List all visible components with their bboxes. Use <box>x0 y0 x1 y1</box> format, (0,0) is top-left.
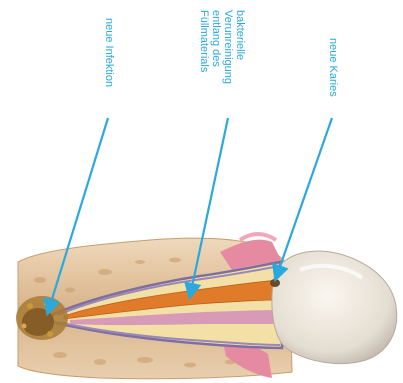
label-contamination-line1: bakterielle <box>234 10 246 84</box>
label-contamination-line3: entlang des <box>210 10 222 84</box>
gum-upper-rim <box>240 234 276 240</box>
label-contamination-line4: Füllmaterials <box>198 10 210 84</box>
label-contamination-line2: Verunreinigung <box>222 10 234 84</box>
caries-spot <box>270 279 280 287</box>
label-caries: neue Karies <box>327 38 339 97</box>
label-contamination: bakterielle Verunreinigung entlang des F… <box>198 10 246 84</box>
label-infection: neue Infektion <box>103 18 115 87</box>
infection-area <box>16 296 68 340</box>
